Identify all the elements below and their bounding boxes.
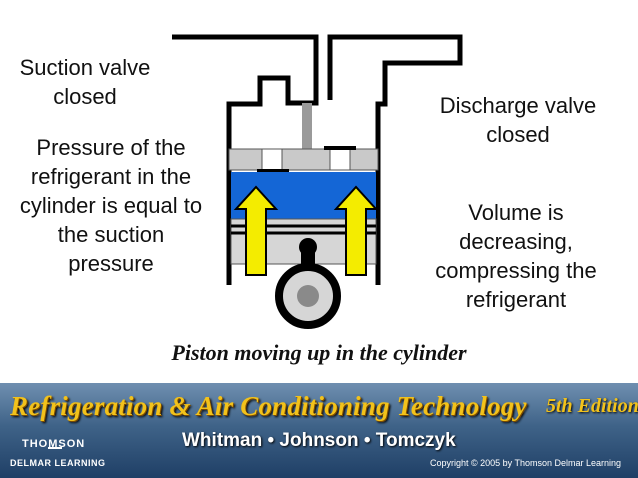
suction-line <box>172 34 319 285</box>
pressure-line-4: the suction <box>57 222 165 247</box>
discharge-port <box>329 148 351 171</box>
banner-edition: 5th Edition <box>546 395 638 417</box>
volume-line-4: refrigerant <box>465 287 567 312</box>
pressure-line-1: Pressure of the <box>36 135 186 160</box>
publisher-name: THOMSON <box>22 438 86 450</box>
pressure-line-2: refrigerant in the <box>30 164 192 189</box>
volume-line-1: Volume is <box>468 200 564 225</box>
book-banner: Refrigeration & Air Conditioning Technol… <box>0 383 638 478</box>
banner-title: Refrigeration & Air Conditioning Technol… <box>10 391 527 421</box>
valve-plate <box>228 148 379 171</box>
volume-line-2: decreasing, <box>459 229 573 254</box>
discharge-line <box>327 34 463 285</box>
discharge-valve-line-1: Discharge valve <box>439 93 597 118</box>
discharge-valve-reed <box>324 146 356 150</box>
crank-hub <box>297 285 319 307</box>
pressure-line-3: cylinder is equal to <box>19 193 203 218</box>
volume-line-3: compressing the <box>435 258 597 283</box>
volume-label: Volume is decreasing, compressing the re… <box>414 198 618 314</box>
suction-valve-line-2: closed <box>53 84 117 109</box>
discharge-valve-label: Discharge valve closed <box>418 91 618 149</box>
suction-port <box>261 148 283 171</box>
pressure-label: Pressure of the refrigerant in the cylin… <box>0 133 222 278</box>
banner-authors: Whitman • Johnson • Tomczyk <box>182 430 456 451</box>
port-divider <box>302 103 312 149</box>
up-arrow-icon <box>333 185 379 276</box>
discharge-valve-line-2: closed <box>486 122 550 147</box>
copyright-notice: Copyright © 2005 by Thomson Delmar Learn… <box>430 458 622 468</box>
suction-valve-line-1: Suction valve <box>19 55 151 80</box>
suction-valve-reed <box>257 169 289 173</box>
pressure-line-5: pressure <box>68 251 154 276</box>
suction-valve-label: Suction valve closed <box>0 53 170 111</box>
up-arrow-icon <box>233 185 279 276</box>
diagram-caption: Piston moving up in the cylinder <box>171 340 467 365</box>
publisher-imprint: DELMAR LEARNING <box>10 458 106 468</box>
publisher-logo-mark <box>48 447 62 449</box>
compressor-diagram <box>172 34 463 329</box>
